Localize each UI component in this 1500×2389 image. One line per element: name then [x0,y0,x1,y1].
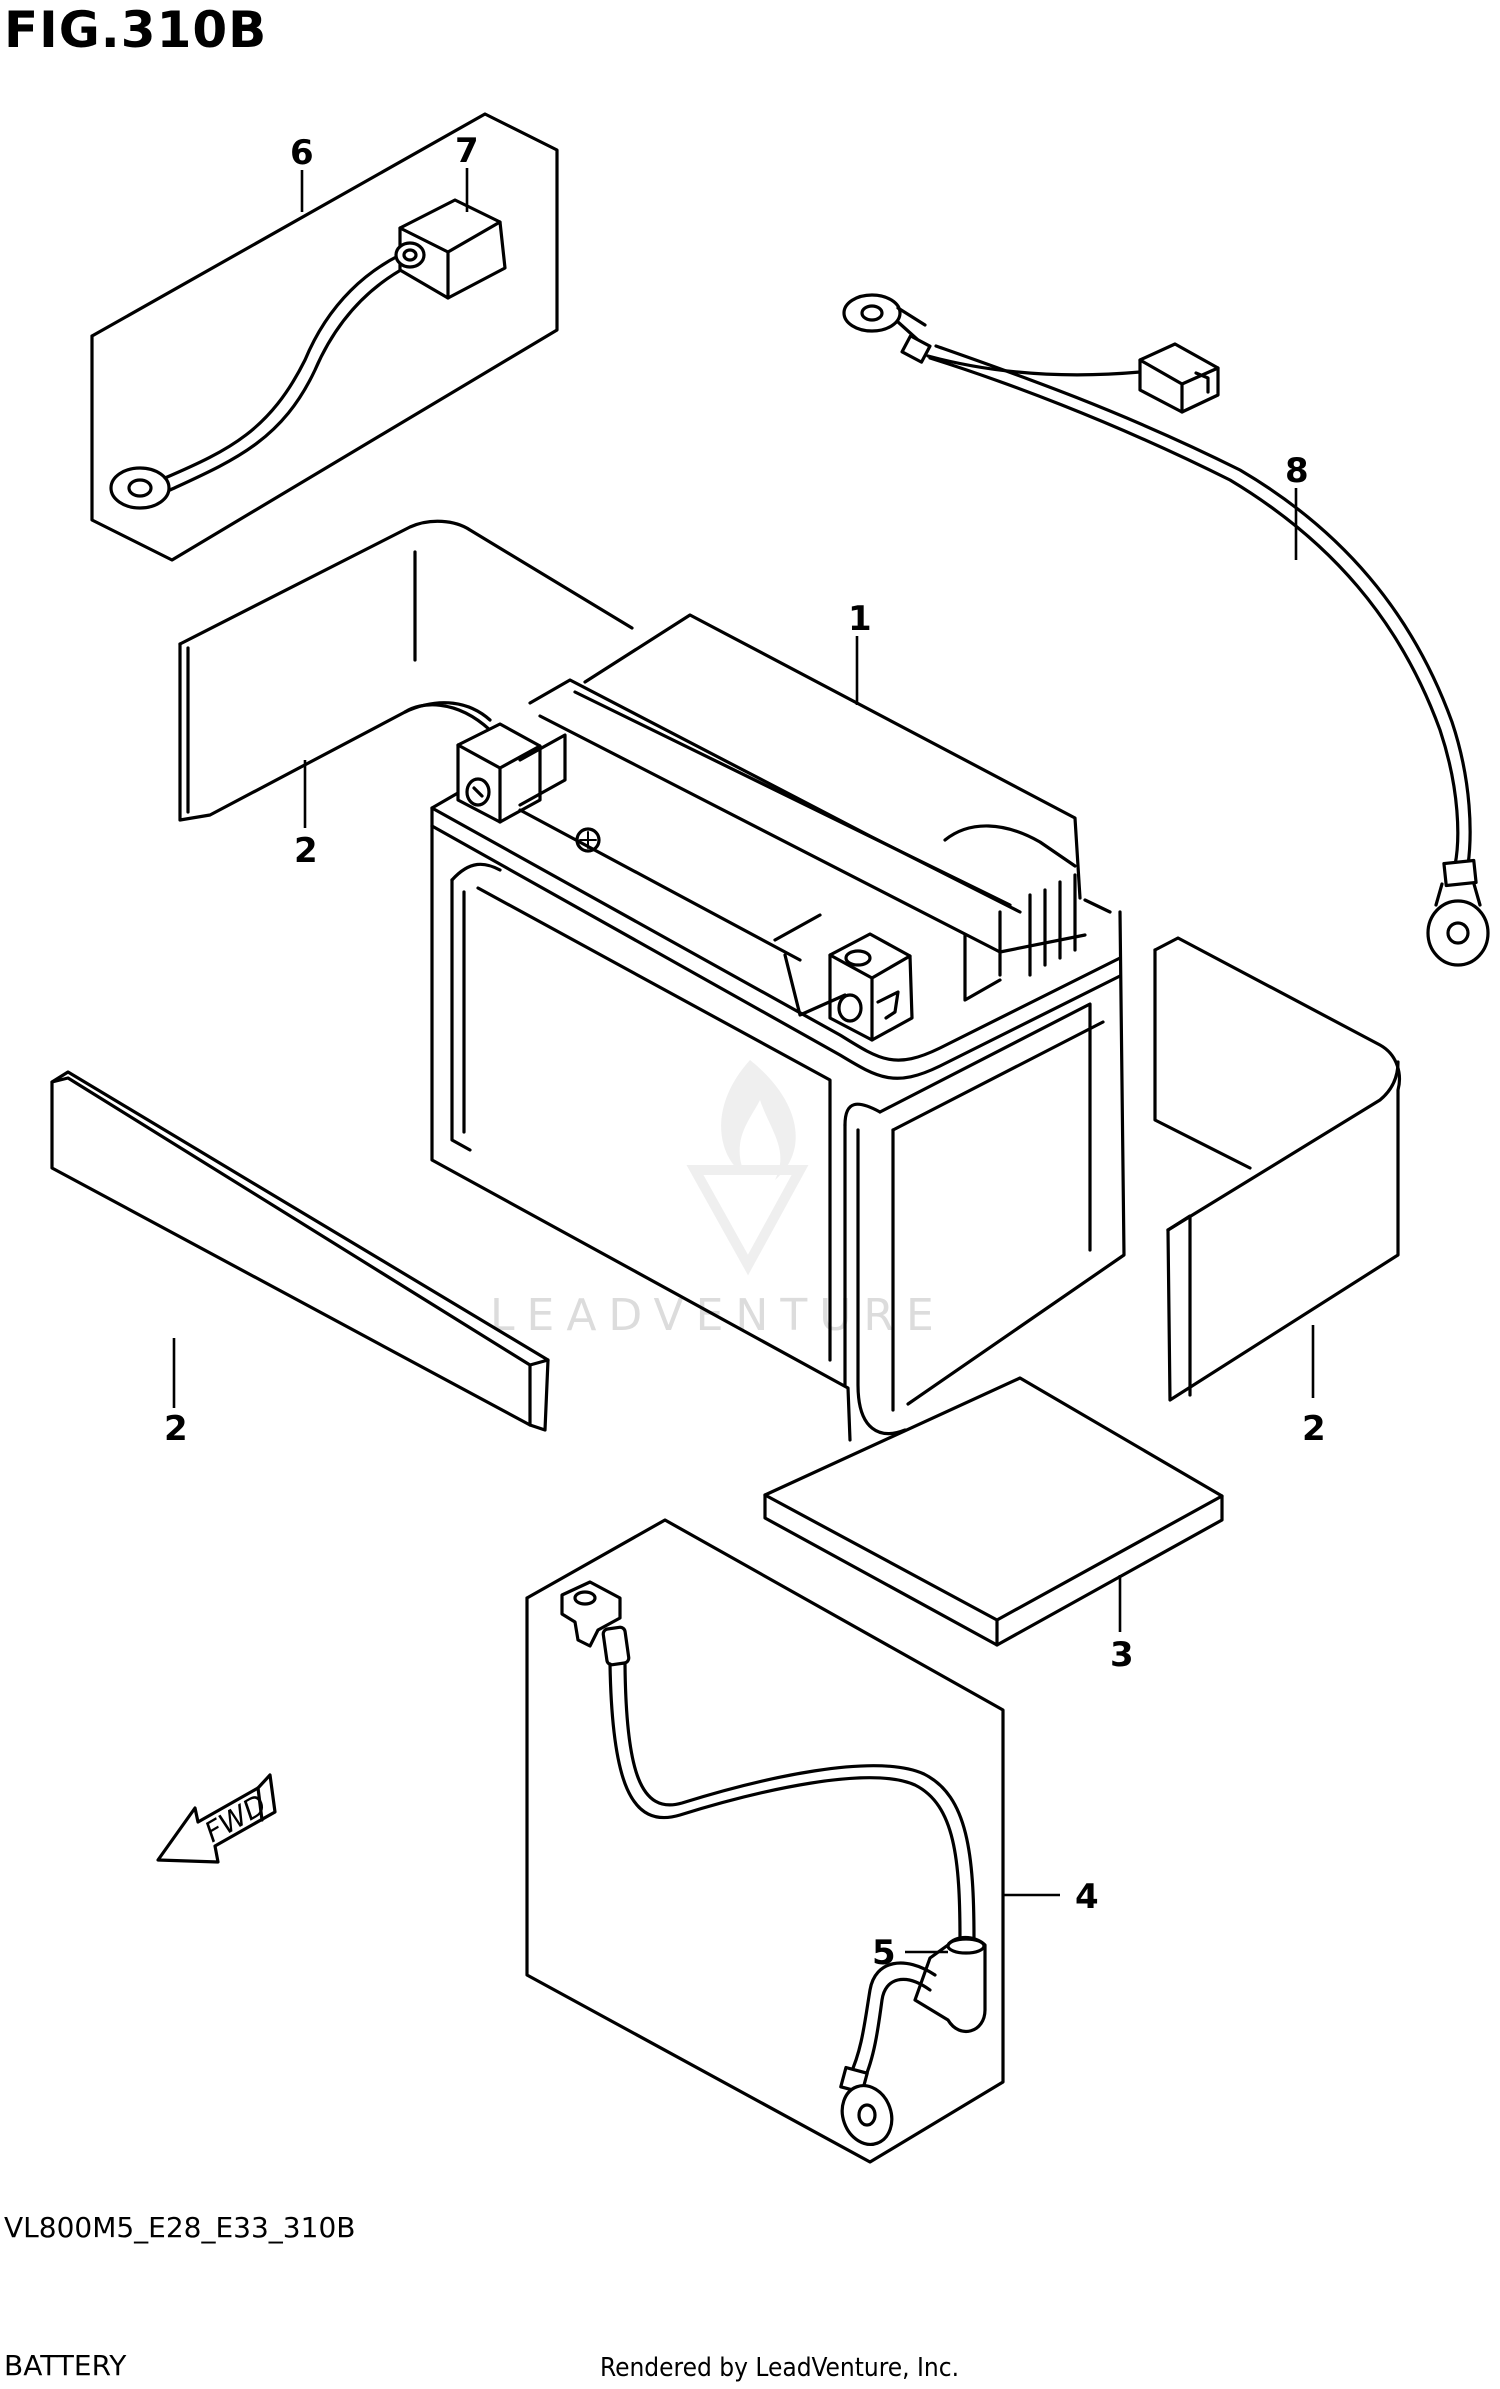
callout-5: 5 [872,1933,896,1973]
callout-1: 1 [848,599,872,639]
callout-4: 4 [1075,1877,1099,1917]
figure-title: FIG.310B [4,1,268,59]
callout-2-upper-left: 2 [294,831,318,871]
callout-3: 3 [1110,1635,1134,1675]
callout-2-right: 2 [1302,1409,1326,1449]
callout-8: 8 [1285,451,1309,491]
watermark-text: LEADVENTURE [490,1290,946,1341]
part-2-pad-right [1153,936,1402,1402]
fwd-label: FWD [199,1788,272,1849]
part-8-cable [842,293,1490,967]
part-2-pad-upper-left [178,519,634,822]
rendered-by-credit: Rendered by LeadVenture, Inc. [600,2353,960,2383]
part-6-7-panel [90,112,559,562]
callout-2-lower-left: 2 [164,1409,188,1449]
callout-6: 6 [290,133,314,173]
figure-name: BATTERY [4,2349,127,2382]
part-1-battery [430,613,1126,1442]
callout-7: 7 [455,131,479,171]
figure-code: VL800M5_E28_E33_310B [4,2211,356,2244]
part-2-pad-lower-left [50,1070,550,1432]
watermark-logo [686,1060,809,1276]
fwd-arrow-icon: FWD [156,1773,277,1864]
part-3-bottom-pad [763,1376,1224,1647]
part-4-5-panel [525,1518,1005,2164]
